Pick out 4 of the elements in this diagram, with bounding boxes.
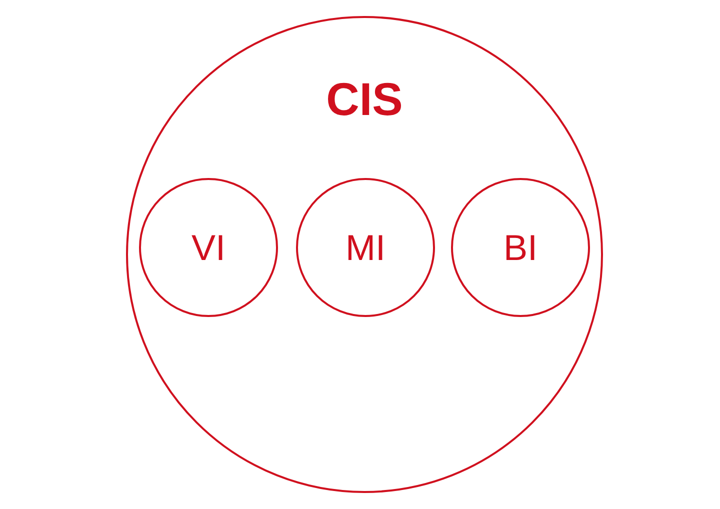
group-heading: CIS: [326, 76, 403, 122]
circle-label: MI: [346, 230, 386, 266]
circle-label: VI: [191, 230, 226, 266]
circle-label: BI: [503, 230, 538, 266]
